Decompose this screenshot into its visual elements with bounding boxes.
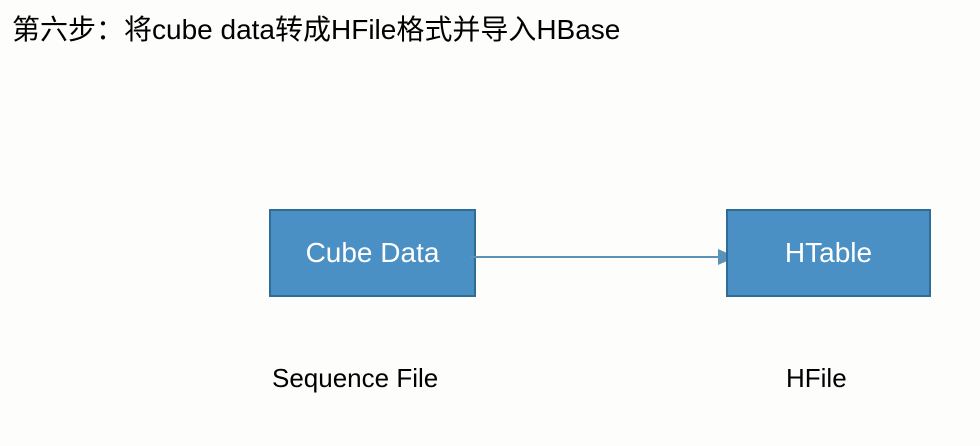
diagram-node-cube-data[interactable]: Cube Data xyxy=(269,209,476,297)
diagram-node-htable[interactable]: HTable xyxy=(726,209,931,297)
caption-sequence-file: Sequence File xyxy=(272,363,439,393)
page-title: 第六步：将cube data转成HFile格式并导入HBase xyxy=(12,14,621,45)
diagram-node-label: Cube Data xyxy=(305,237,440,268)
caption-hfile: HFile xyxy=(786,363,847,393)
diagram-node-label: HTable xyxy=(784,237,873,268)
flow-arrow-icon xyxy=(470,249,736,265)
